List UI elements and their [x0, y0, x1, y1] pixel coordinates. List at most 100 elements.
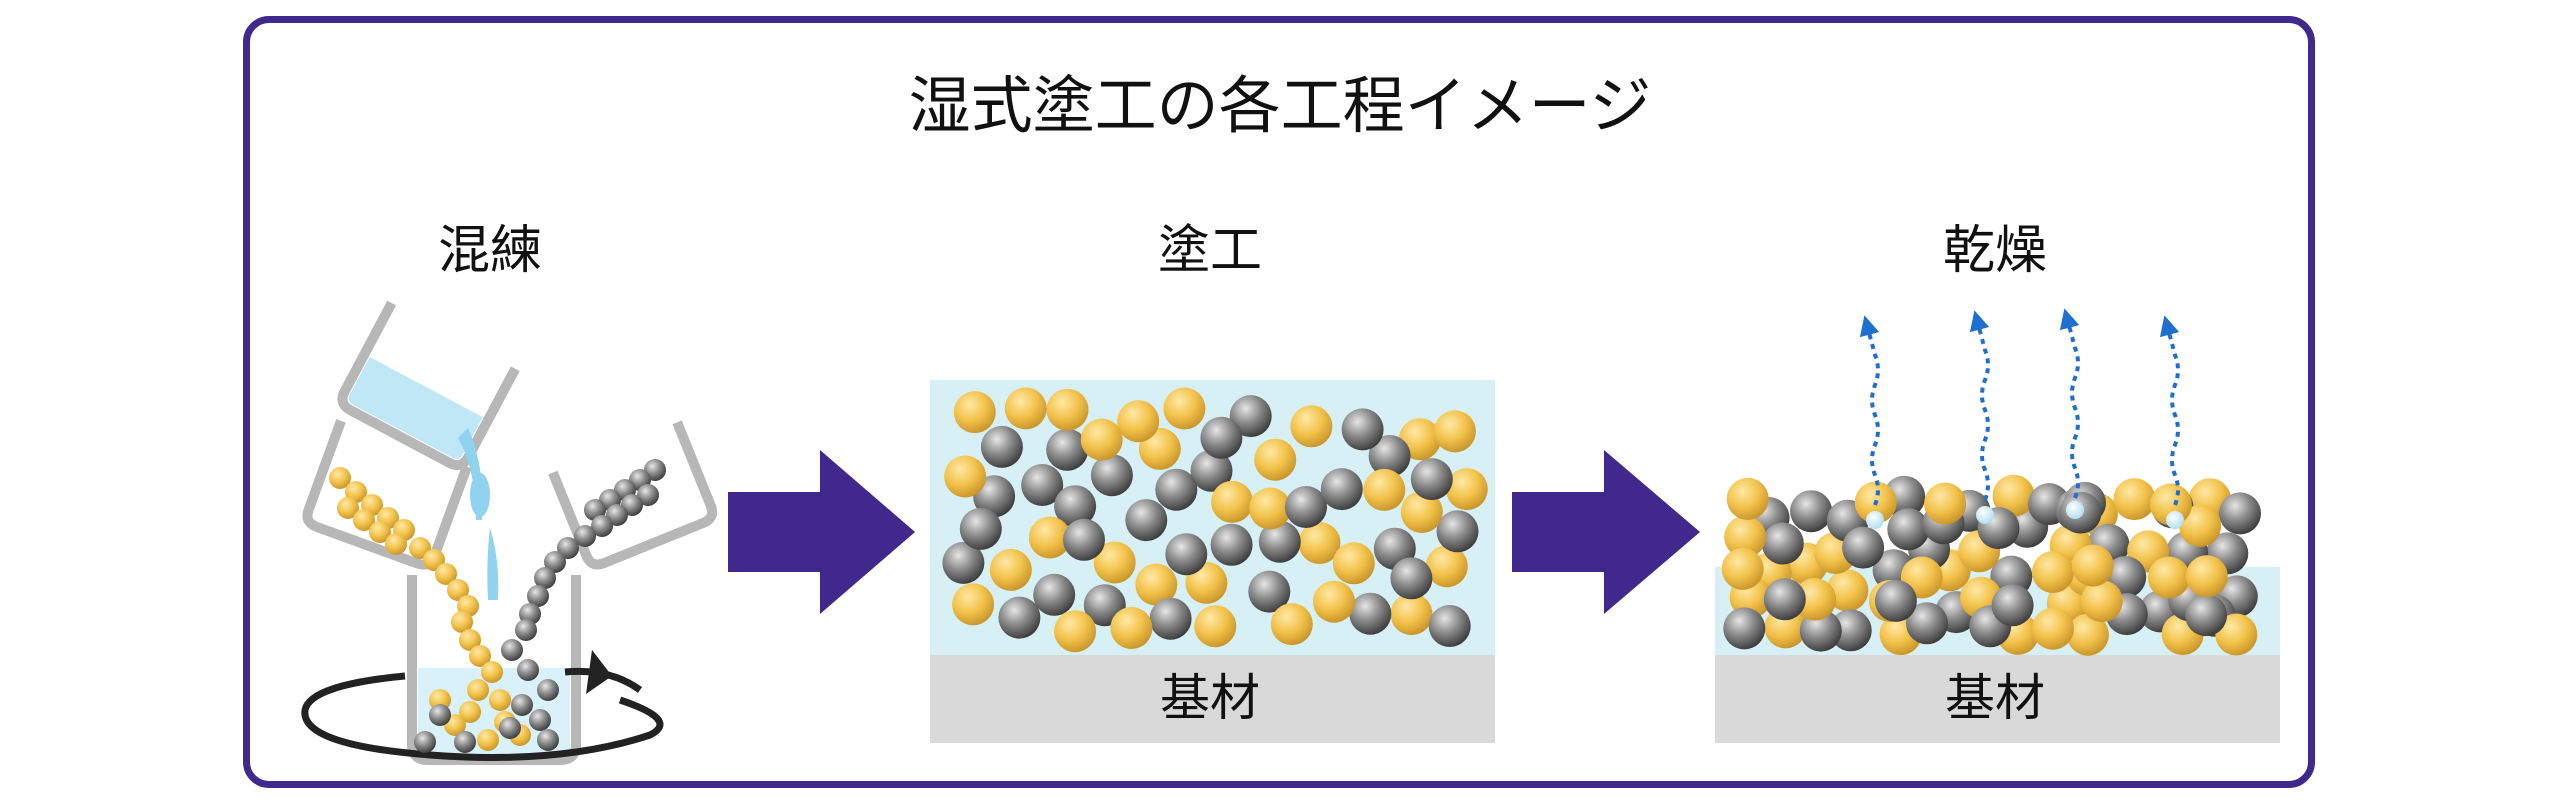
- gray-particle: [1390, 557, 1433, 600]
- gray-particle: [1829, 609, 1872, 652]
- gray-particle: [544, 551, 566, 573]
- gold-particle: [451, 611, 473, 633]
- gray-particle: [574, 525, 596, 547]
- gold-particle: [1211, 480, 1254, 523]
- vapor-arrow-icon: [1969, 310, 1990, 501]
- gold-particle: [1992, 474, 2035, 517]
- gold-particle: [1924, 482, 1967, 525]
- gold-particle: [369, 521, 391, 543]
- gray-particle: [1165, 533, 1208, 576]
- gray-particle: [1410, 458, 1453, 501]
- gold-particle: [2031, 607, 2074, 650]
- gray-particle: [1063, 518, 1105, 561]
- gold-particle: [1194, 605, 1237, 648]
- gold-particle: [469, 645, 491, 667]
- gold-particle: [459, 701, 481, 723]
- gray-particle: [529, 709, 551, 731]
- gold-particle: [1794, 578, 1837, 621]
- diagram-title: 湿式塗工の各工程イメージ: [908, 69, 1652, 142]
- gold-particle: [459, 629, 481, 651]
- gold-particle: [1163, 387, 1206, 430]
- gray-particle: [1090, 454, 1133, 497]
- gold-particle: [1117, 400, 1160, 443]
- gold-particle: [2032, 551, 2074, 593]
- gray-particle: [1033, 573, 1076, 616]
- gold-particle: [944, 455, 987, 498]
- gold-particle: [2179, 504, 2222, 547]
- gray-particle: [1761, 522, 1804, 565]
- gold-particle: [2147, 556, 2190, 599]
- gray-particle: [1021, 464, 1064, 506]
- gray-particle: [1210, 523, 1253, 566]
- gray-particle: [2219, 492, 2261, 535]
- substrate-label: 基材: [1945, 669, 2045, 727]
- gray-particle: [1320, 468, 1363, 511]
- stage-label-mixing: 混練: [437, 221, 542, 281]
- vapor-arrow-icon: [2059, 308, 2080, 499]
- gold-particle: [1110, 607, 1153, 649]
- gold-particle: [2215, 613, 2258, 656]
- gold-particle: [2080, 580, 2123, 623]
- gray-particle: [591, 515, 613, 537]
- gray-particle: [1428, 605, 1471, 647]
- gold-particle: [1425, 545, 1468, 588]
- solvent-droplet: [1976, 506, 1994, 524]
- gray-particle: [942, 541, 985, 584]
- solvent-droplet: [2066, 501, 2084, 519]
- gold-particle: [1254, 438, 1297, 481]
- gold-particle: [477, 729, 499, 751]
- gold-particle: [353, 509, 375, 531]
- solvent-droplet: [1866, 511, 1884, 529]
- gold-particle: [1046, 388, 1089, 431]
- substrate-block: [930, 655, 1495, 743]
- gray-particle: [1906, 602, 1948, 645]
- gold-particle: [337, 497, 359, 519]
- diagram-frame: [243, 16, 2315, 788]
- gray-particle: [1341, 408, 1384, 451]
- gold-particle: [2071, 544, 2114, 587]
- gray-particle: [557, 537, 579, 559]
- gold-particle: [1290, 405, 1333, 448]
- gold-particle: [435, 563, 457, 585]
- gray-particle: [534, 567, 556, 589]
- gray-particle: [1046, 428, 1089, 471]
- gold-particle: [1093, 541, 1136, 584]
- gold-particle: [953, 391, 996, 434]
- process-arrow-icon: [1512, 450, 1700, 614]
- gold-particle: [1249, 487, 1292, 530]
- gold-particle: [1004, 387, 1047, 430]
- gray-particle: [527, 585, 549, 607]
- gray-particle: [1842, 526, 1885, 569]
- gray-particle: [1190, 449, 1233, 492]
- vapor-arrow-icon: [1859, 315, 1880, 506]
- gray-particle: [429, 704, 451, 726]
- coating-particles: [942, 387, 1488, 653]
- gray-particle: [511, 694, 533, 716]
- gold-particle: [1433, 410, 1476, 453]
- gray-particle: [1991, 584, 2034, 627]
- gold-particle: [1726, 477, 1769, 520]
- gray-particle: [1200, 416, 1243, 459]
- gold-particle: [1080, 418, 1123, 461]
- gold-particle: [989, 548, 1032, 591]
- gray-particle: [537, 729, 559, 751]
- gray-particle: [980, 425, 1023, 468]
- gray-particle: [1887, 508, 1930, 551]
- gold-particle: [1135, 563, 1178, 606]
- mixing-beaker-icon: [302, 300, 718, 765]
- mixing-particles: [329, 459, 666, 753]
- drying-particles: [1721, 474, 2261, 656]
- gray-particle: [1874, 579, 1917, 622]
- gray-particle: [1723, 607, 1766, 650]
- gray-particle: [637, 484, 659, 506]
- gold-particle: [952, 583, 995, 626]
- gray-particle: [1229, 395, 1272, 438]
- gold-particle: [1332, 542, 1375, 585]
- gold-particle: [2113, 478, 2156, 521]
- gold-particle: [467, 679, 489, 701]
- gray-particle: [959, 507, 1002, 550]
- process-arrow-icon: [728, 450, 915, 614]
- gray-particle: [517, 659, 539, 681]
- gray-particle: [1248, 570, 1291, 613]
